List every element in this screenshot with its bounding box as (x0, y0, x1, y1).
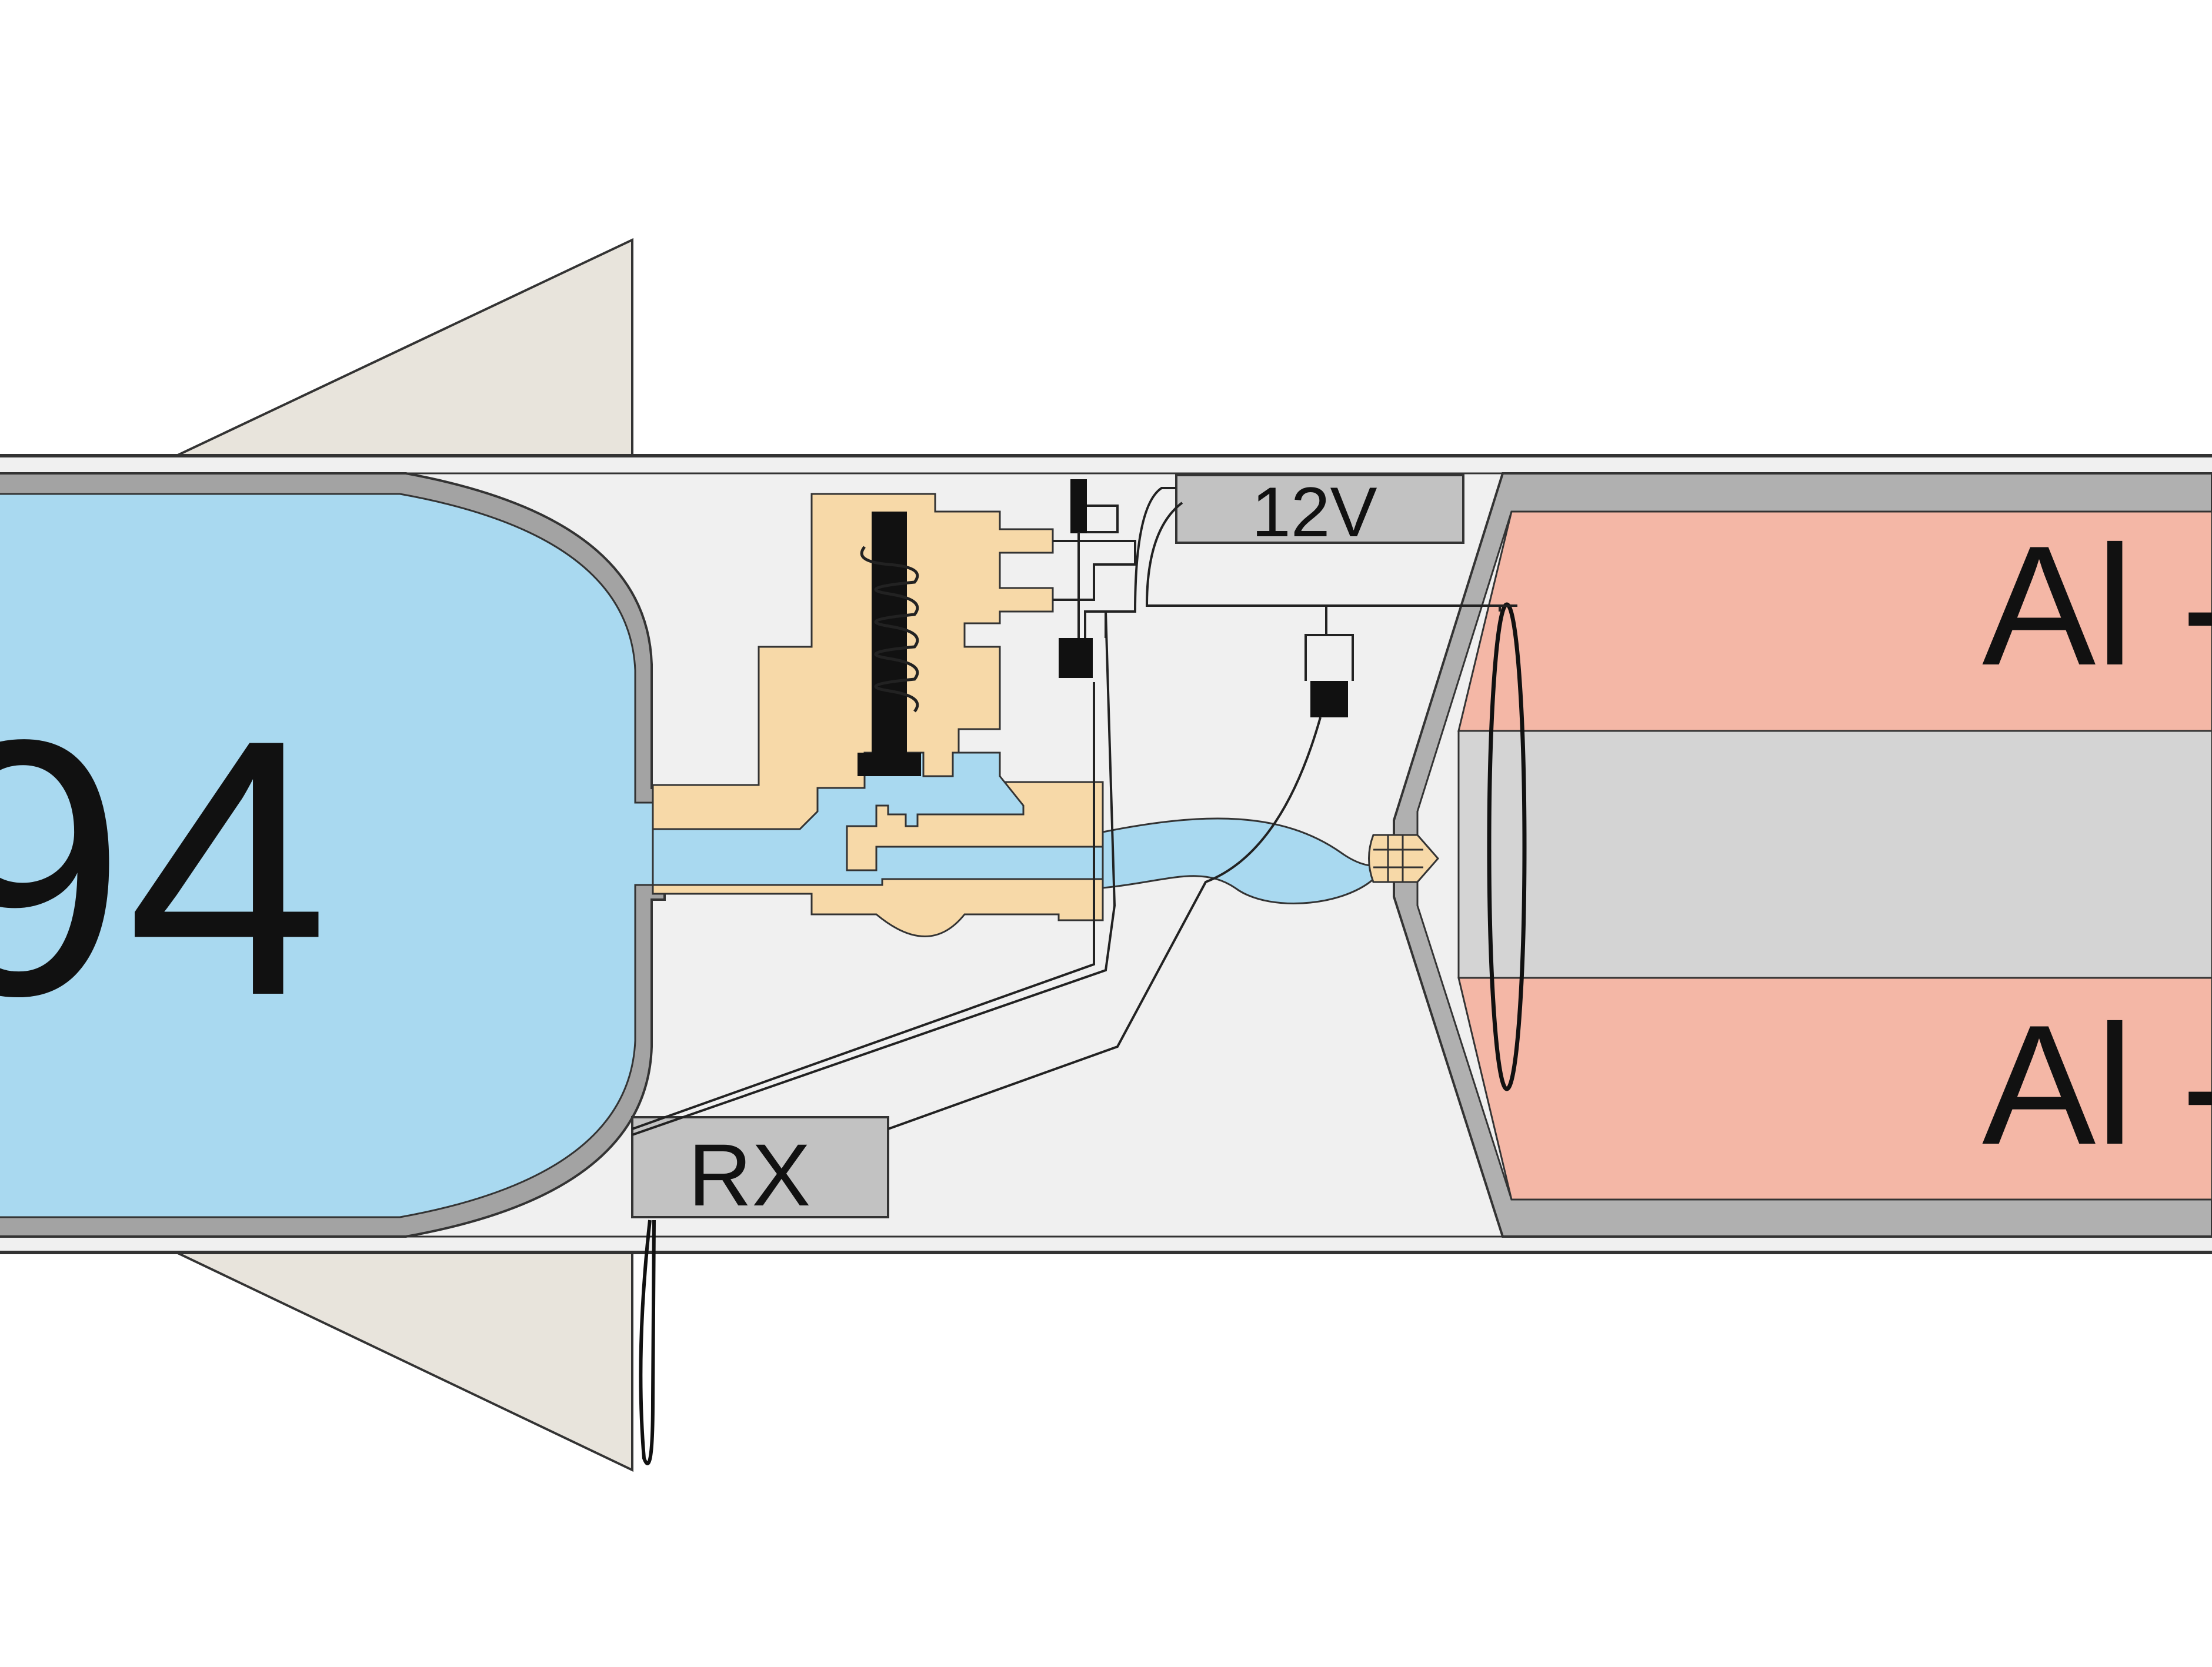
solenoid-coil (860, 546, 919, 713)
fin-bottom (176, 1251, 633, 1472)
injector-icon (1368, 834, 1439, 883)
receiver-label: RX (688, 1125, 810, 1224)
solenoid-plunger-base (858, 753, 921, 776)
fuel-grain-core (1457, 730, 2212, 979)
fuel-grain-bottom-label: Al - (1982, 990, 2212, 1180)
solenoid-plunger (872, 512, 907, 759)
battery-label: 12V (1252, 473, 1377, 552)
wiring (632, 487, 1517, 1136)
fuel-grain-top (1457, 510, 2212, 732)
receiver-box (631, 1116, 889, 1218)
fuel-grain-top-label: Al - (1982, 510, 2212, 701)
oxidizer-tank-label: 94 (0, 664, 329, 1071)
switch-icon (1070, 479, 1087, 533)
relay-block-1 (1059, 638, 1093, 678)
fin-top (176, 238, 633, 457)
fuel-grain-bottom (1457, 977, 2212, 1201)
antenna-icon (639, 1220, 656, 1465)
relay-block-2 (1310, 681, 1348, 717)
